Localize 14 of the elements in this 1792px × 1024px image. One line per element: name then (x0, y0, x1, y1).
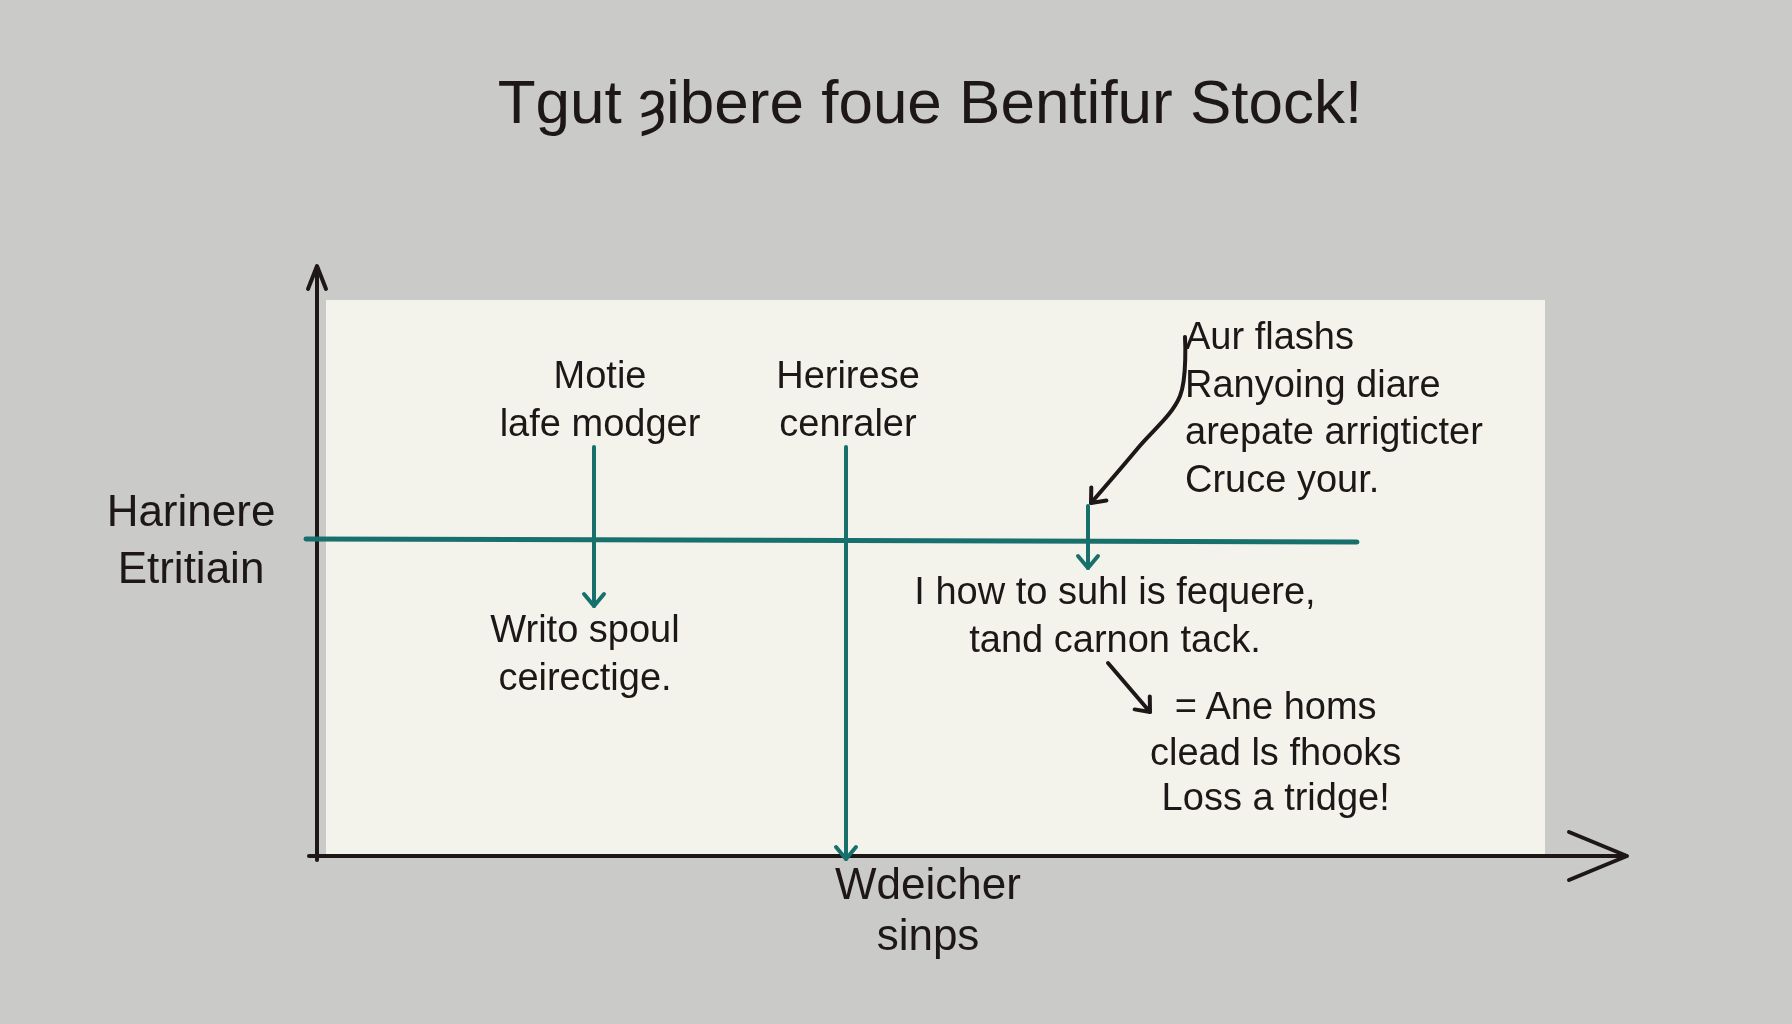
annotation-text: I how to suhl is fequere, tand carnon tack. (914, 568, 1316, 663)
arrow (1076, 504, 1100, 570)
arrow (834, 445, 858, 861)
arrow (1106, 661, 1152, 714)
axis-label: Harinere Etritiain (106, 485, 276, 595)
leader-arrow (1089, 335, 1188, 505)
axis-label: Wdeicher sinps (835, 859, 1021, 961)
annotation-text: = Ane homs clead ls fhooks Loss a tridge! (1150, 684, 1402, 821)
annotation-text: Motie lafe modger (499, 352, 701, 447)
arrow (582, 445, 606, 608)
annotation-text: Writo spoul ceirectige. (490, 606, 680, 701)
diagram-title: Tgut ȝibere foue Bentifur Stock! (497, 66, 1363, 138)
annotation-text: Herirese cenraler (776, 352, 920, 447)
annotation-text: Aur flashs Ranyoing diare arepate arrigticter Cruce your. (1185, 313, 1483, 503)
